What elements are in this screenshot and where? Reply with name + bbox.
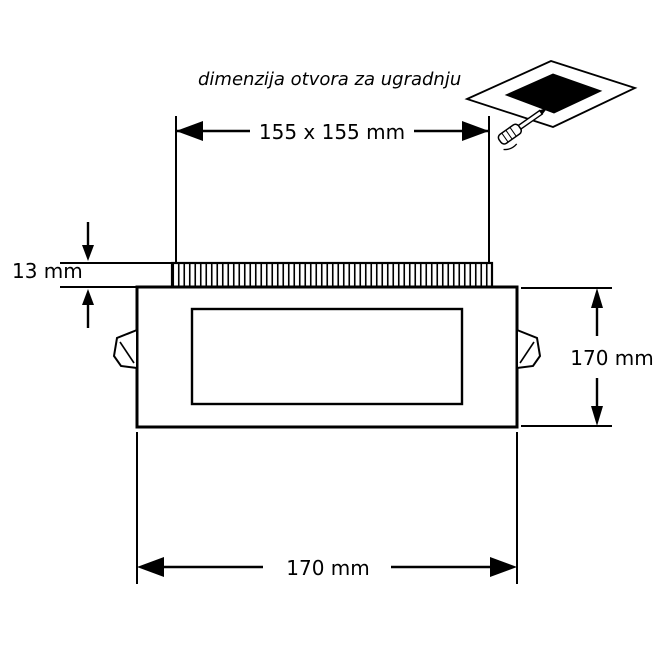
- installation-icon: [464, 60, 638, 151]
- recess-depth-dimension: 13 mm: [12, 222, 172, 328]
- arrowhead-right-icon: [462, 121, 489, 141]
- body-height-dimension: 170 mm: [521, 287, 654, 427]
- spring-clip-right: [516, 328, 542, 370]
- arrowhead-up-icon: [591, 288, 603, 308]
- arrowhead-left-icon: [137, 557, 164, 577]
- body-height-label: 170 mm: [570, 346, 654, 370]
- recess-depth-label: 13 mm: [12, 259, 83, 283]
- arrowhead-down-icon: [82, 245, 94, 261]
- spring-clip-left: [112, 328, 138, 370]
- arrowhead-up-icon: [82, 289, 94, 305]
- panel-window: [190, 307, 464, 406]
- cutout-dimension: 155 x 155 mm: [175, 116, 490, 262]
- arrowhead-down-icon: [591, 406, 603, 426]
- fixture-side-view: [112, 261, 542, 429]
- arrowhead-right-icon: [490, 557, 517, 577]
- heatsink-fins: [170, 261, 494, 289]
- arrowhead-left-icon: [176, 121, 203, 141]
- body-width-dimension: 170 mm: [136, 432, 518, 584]
- diagram-title: dimenzija otvora za ugradnju: [198, 69, 461, 90]
- screwdriver-icon: [497, 107, 548, 151]
- body-width-label: 170 mm: [286, 556, 370, 580]
- cutout-hole-shape: [504, 73, 603, 114]
- cutout-dimension-label: 155 x 155 mm: [259, 120, 405, 144]
